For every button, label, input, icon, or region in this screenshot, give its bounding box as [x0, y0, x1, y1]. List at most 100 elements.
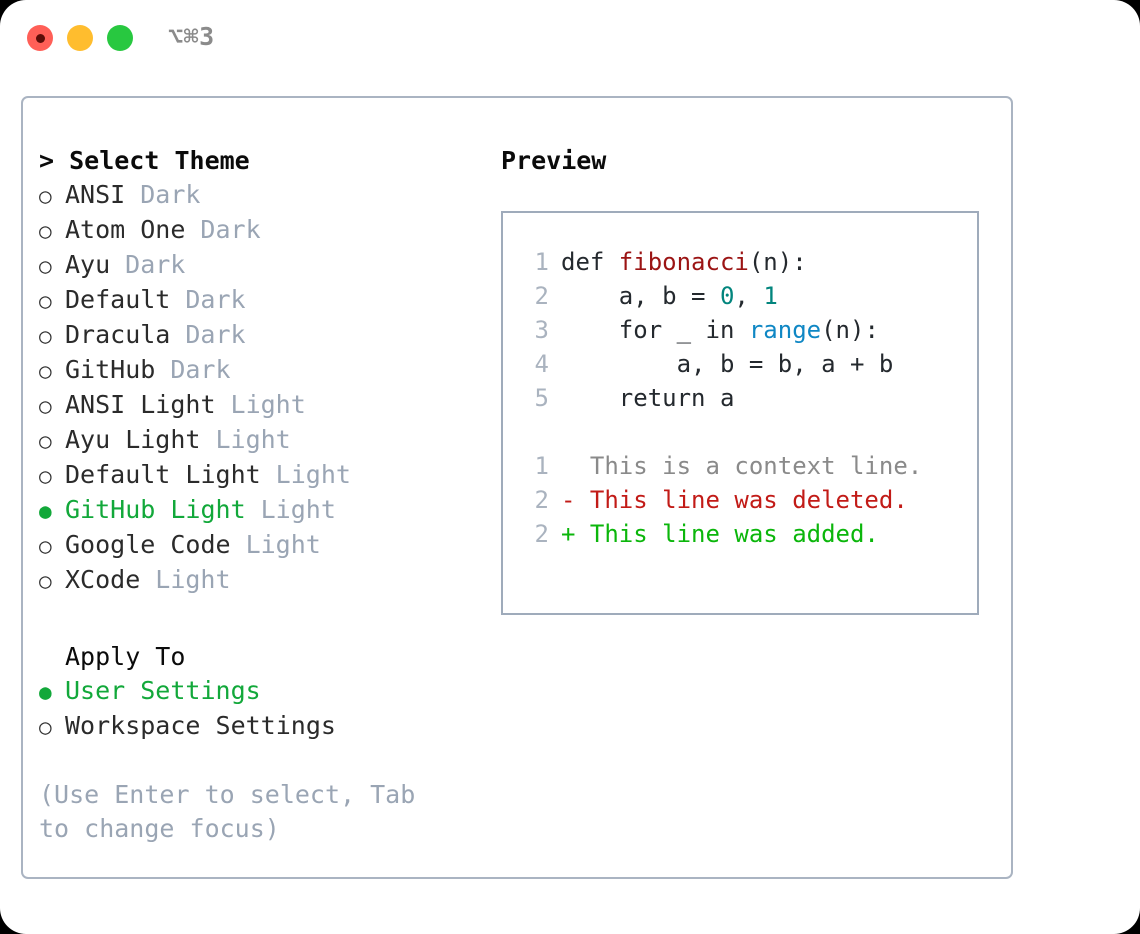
title-bar: ⌥⌘3 — [0, 0, 1140, 78]
theme-option[interactable]: ○ Atom One Dark — [39, 213, 479, 248]
theme-option[interactable]: ○ Default Dark — [39, 283, 479, 318]
line-number: 4 — [534, 350, 549, 378]
maximize-button[interactable] — [107, 25, 133, 51]
theme-option-label: GitHub — [65, 355, 156, 384]
diff-line-text: This is a context line. — [561, 452, 923, 480]
theme-option[interactable]: ○ XCode Light — [39, 563, 479, 598]
apply-to-option[interactable]: ○ Workspace Settings — [39, 709, 479, 744]
radio-unselected-icon: ○ — [39, 429, 52, 453]
diff-line-text: + This line was added. — [561, 520, 879, 548]
code-token: (n): — [821, 316, 879, 344]
theme-option-label: Default — [65, 285, 171, 314]
line-number: 5 — [534, 384, 549, 412]
theme-option[interactable]: ○ ANSI Light Light — [39, 388, 479, 423]
diff-line-text: - This line was deleted. — [561, 486, 908, 514]
code-token: fibonacci — [618, 248, 749, 276]
theme-option-category: Dark — [140, 180, 201, 209]
diff-sample: 1 This is a context line. 2 - This line wa… — [503, 449, 977, 551]
minimize-button[interactable] — [67, 25, 93, 51]
line-number: 3 — [534, 316, 549, 344]
theme-option-label: Ayu Light — [65, 425, 201, 454]
code-token: 0 — [719, 282, 735, 310]
theme-option-category: Dark — [170, 355, 231, 384]
theme-option-category: Dark — [200, 215, 261, 244]
theme-option-label: Atom One — [65, 215, 186, 244]
radio-selected-icon: ● — [39, 499, 52, 523]
theme-option-category: Light — [155, 565, 231, 594]
code-token: for _ in — [561, 316, 749, 344]
keyboard-hint-text: (Use Enter to select, Tab to change focu… — [39, 780, 416, 843]
theme-option[interactable]: ○ Ayu Dark — [39, 248, 479, 283]
theme-option-category: Dark — [185, 320, 246, 349]
code-line: 3 for _ in range(n): — [503, 313, 977, 347]
radio-unselected-icon: ○ — [39, 394, 52, 418]
radio-unselected-icon: ○ — [39, 359, 52, 383]
line-number: 2 — [534, 520, 549, 548]
code-token: return a — [561, 384, 735, 412]
code-line: 2 a, b = 0, 1 — [503, 279, 977, 313]
radio-unselected-icon: ○ — [39, 569, 52, 593]
code-line: 5 return a — [503, 381, 977, 415]
theme-option-category: Light — [245, 530, 321, 559]
theme-option-label: Default Light — [65, 460, 261, 489]
code-token: range — [748, 316, 822, 344]
radio-unselected-icon: ○ — [39, 184, 52, 208]
radio-unselected-icon: ○ — [39, 715, 52, 739]
code-token: a, b = — [561, 282, 720, 310]
diff-line: 2 - This line was deleted. — [503, 483, 977, 517]
radio-unselected-icon: ○ — [39, 534, 52, 558]
code-diff-separator — [503, 415, 977, 449]
code-line: 4 a, b = b, a + b — [503, 347, 977, 381]
radio-unselected-icon: ○ — [39, 219, 52, 243]
window-controls — [27, 25, 133, 51]
theme-option[interactable]: ○ ANSI Dark — [39, 178, 479, 213]
theme-option[interactable]: ○ Dracula Dark — [39, 318, 479, 353]
apply-to-option[interactable]: ● User Settings — [39, 674, 479, 709]
theme-option-label: Google Code — [65, 530, 231, 559]
theme-option-label: GitHub Light — [65, 495, 246, 524]
line-number: 2 — [534, 486, 549, 514]
theme-option[interactable]: ○ Google Code Light — [39, 528, 479, 563]
apply-to-option-label: Workspace Settings — [65, 711, 336, 740]
apply-to-list[interactable]: ● User Settings ○ Workspace Settings — [39, 674, 479, 744]
radio-unselected-icon: ○ — [39, 324, 52, 348]
theme-option-label: ANSI — [65, 180, 126, 209]
theme-option[interactable]: ○ GitHub Dark — [39, 353, 479, 388]
hint-spacer — [39, 744, 479, 778]
theme-option-category: Dark — [125, 250, 186, 279]
close-button[interactable] — [27, 25, 53, 51]
line-number: 1 — [534, 248, 549, 276]
radio-selected-icon: ● — [39, 680, 52, 704]
section-spacer — [39, 598, 479, 640]
theme-option-label: Dracula — [65, 320, 171, 349]
preview-heading: Preview — [501, 146, 607, 175]
theme-option-category: Light — [230, 390, 306, 419]
theme-option-category: Dark — [185, 285, 246, 314]
theme-option-label: Ayu — [65, 250, 111, 279]
theme-option-label: XCode — [65, 565, 141, 594]
line-number: 2 — [534, 282, 549, 310]
code-token: (n): — [748, 248, 807, 276]
apply-to-heading: Apply To — [65, 642, 186, 671]
apply-to-option-label: User Settings — [65, 676, 261, 705]
keyboard-shortcut-label: ⌥⌘3 — [168, 22, 215, 51]
radio-unselected-icon: ○ — [39, 289, 52, 313]
line-number: 1 — [534, 452, 549, 480]
theme-option-category: Light — [260, 495, 336, 524]
radio-unselected-icon: ○ — [39, 254, 52, 278]
code-token: a, b = b, a + b — [561, 350, 894, 378]
diff-line: 1 This is a context line. — [503, 449, 977, 483]
theme-option[interactable]: ● GitHub Light Light — [39, 493, 479, 528]
select-theme-heading: > Select Theme — [39, 146, 250, 175]
theme-option-label: ANSI Light — [65, 390, 216, 419]
